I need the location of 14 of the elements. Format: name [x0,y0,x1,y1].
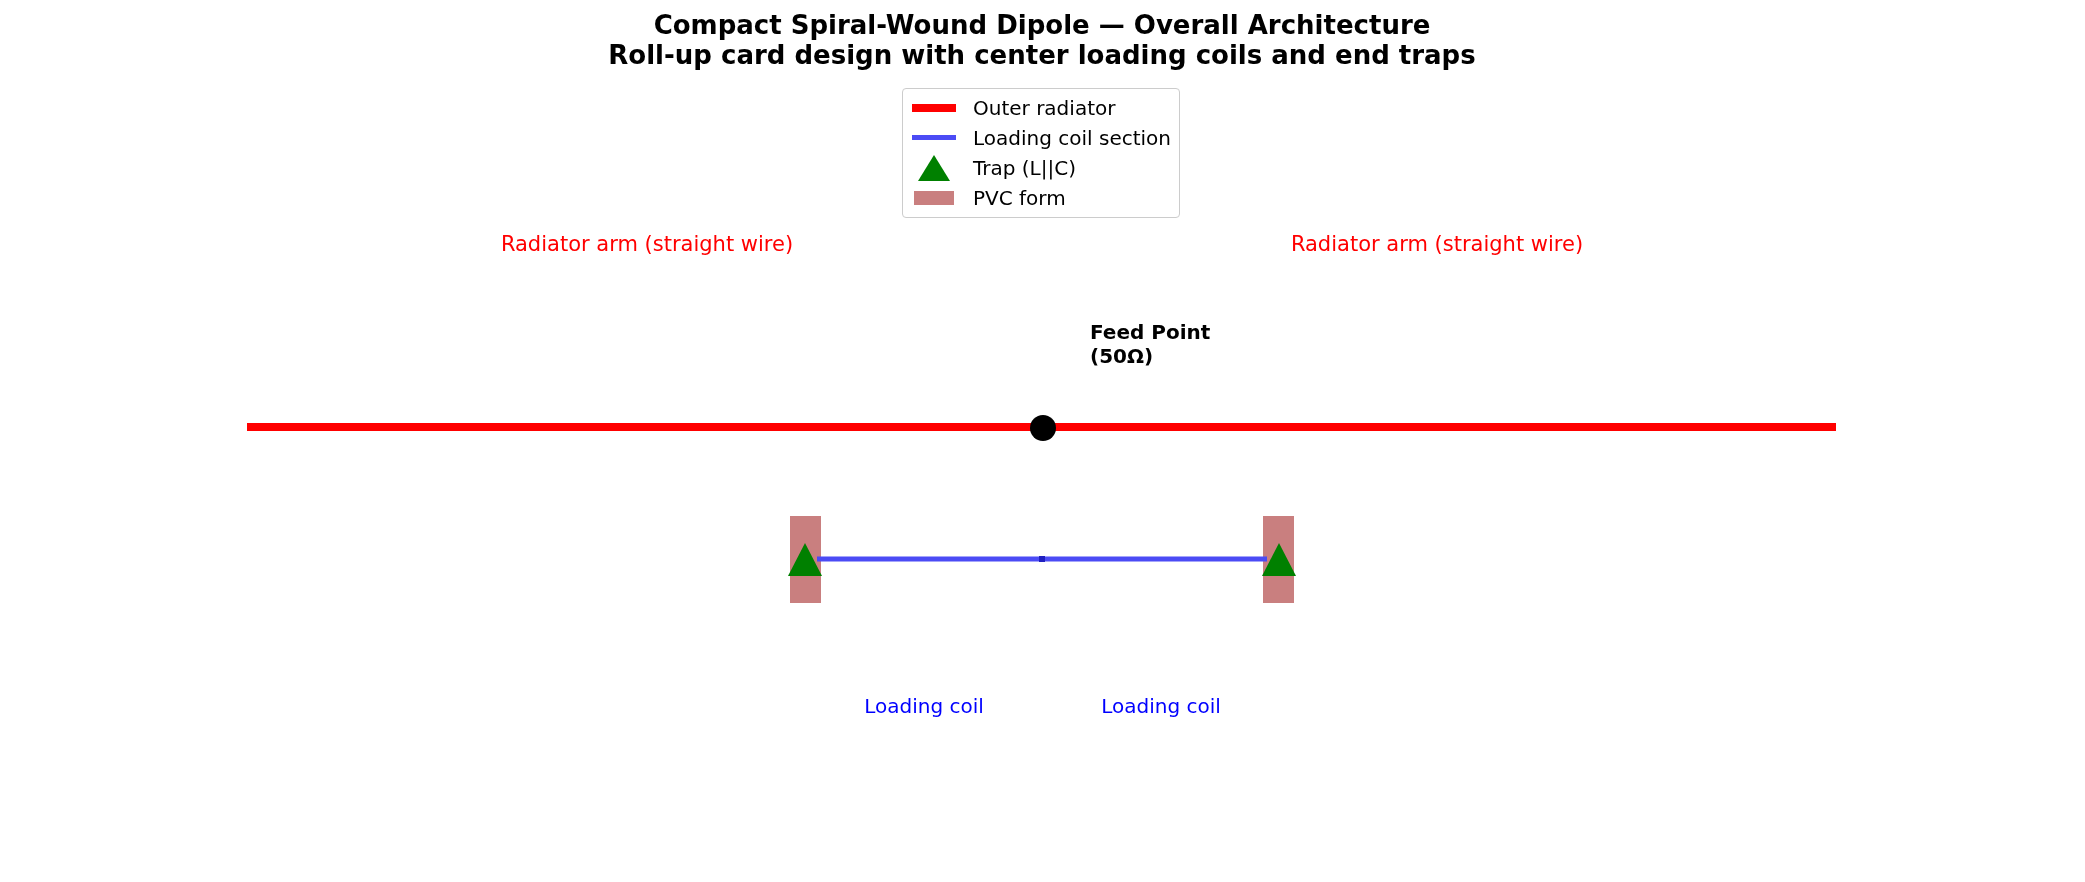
legend-label: Loading coil section [973,126,1171,150]
arm-label: Radiator arm (straight wire) [1290,232,1584,256]
coil-label: Loading coil [864,694,984,718]
legend-label: Outer radiator [973,96,1116,120]
trap-triangle [1262,543,1296,576]
feed-point-label: Feed Point (50Ω) [1090,320,1212,368]
title: Compact Spiral-Wound Dipole — Overall Architecture [653,10,1431,40]
legend-label: PVC form [973,186,1066,210]
legend-label: Trap (L||C) [973,156,1076,180]
loading-coil-wire [817,556,1267,562]
arm-label: Radiator arm (straight wire) [500,232,794,256]
coil-label: Loading coil [1101,694,1221,718]
subtitle: Roll-up card design with center loading coils and end traps [608,40,1476,70]
trap-triangle [788,543,822,576]
